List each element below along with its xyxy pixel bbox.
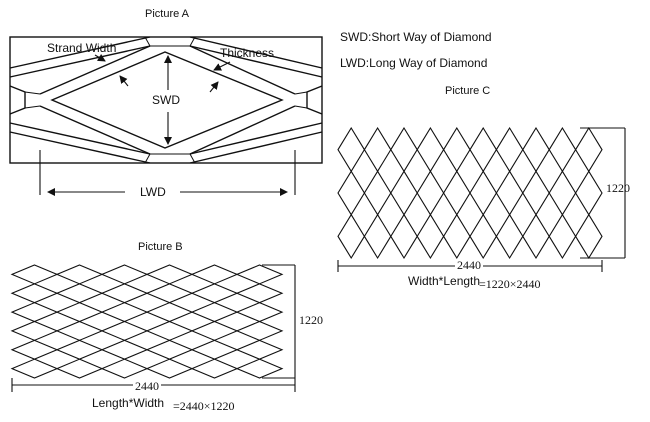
diamond-cell [145,358,194,379]
picture-c-caption-value: =1220×2440 [479,277,541,291]
diamond-cell [337,213,366,260]
diamond-cell [548,126,577,173]
diamond-cell [10,339,59,360]
diamond-cell [363,213,392,260]
picture-a-title: Picture A [145,8,190,20]
thickness-label: Thickness [220,46,275,60]
picture-b-drawing [10,264,296,392]
diamond-cell [145,283,194,304]
diamond-cell [55,264,104,285]
diamond-cell [574,213,603,260]
picture-c-width-dimension: 2440 [455,258,483,272]
diamond-cell [416,170,445,216]
diamond-cell [100,358,149,379]
diamond-cell [100,283,149,304]
picture-c-title: Picture C [445,85,491,97]
diamond-cell [190,320,239,341]
diamond-cell [495,126,524,173]
diamond-cell [469,213,498,260]
picture-a-frame [9,36,323,164]
diamond-cell [574,126,603,173]
diamond-cell [190,339,239,360]
diamond-cell [522,126,550,173]
picture-c-dimension-lines [337,127,626,272]
diamond-cell [337,170,366,216]
diamond-cell [469,170,498,216]
diamond-cell [100,264,149,285]
diamond-cell [235,283,284,304]
diamond-cell [390,126,418,173]
diamond-cell [548,170,577,216]
picture-b-height-dimension: 1220 [299,313,323,327]
picture-b-title: Picture B [138,241,183,253]
diamond-cell [55,283,104,304]
lwd-label: LWD [140,185,166,199]
picture-b-width-dimension: 2440 [133,379,161,393]
swd-label: SWD [152,93,180,107]
diamond-cell [145,302,194,323]
diamond-cell [145,320,194,341]
diamond-cell [442,126,471,173]
diamond-cell [235,302,284,323]
diamond-cell [55,358,104,379]
diamond-cell [235,320,284,341]
diamond-cell [145,264,194,285]
diamond-cell [442,170,471,216]
diamond-cell [235,339,284,360]
diamond-cell [55,339,104,360]
diamond-cell [442,213,471,260]
diamond-cell [469,126,498,173]
legend-swd: SWD:Short Way of Diamond [340,30,492,44]
diamond-cell [190,264,239,285]
picture-c-caption-text: Width*Length [408,274,481,288]
diamond-cell [55,320,104,341]
diamond-cell [522,170,550,216]
diamond-cell [495,213,524,260]
diamond-cell [10,264,59,285]
diamond-cell [190,358,239,379]
diamond-cell [337,126,366,173]
diamond-cell [190,283,239,304]
picture-c-diamond-mesh [337,126,603,260]
legend-lwd: LWD:Long Way of Diamond [340,56,488,70]
picture-a-strands [9,36,323,164]
diamond-cell [235,264,284,285]
diamond-cell [416,213,445,260]
diamond-cell [548,213,577,260]
diamond-cell [495,170,524,216]
diamond-cell [100,339,149,360]
picture-b-caption-text: Length*Width [92,396,165,410]
picture-c-drawing [337,126,626,272]
diamond-cell [522,213,550,260]
diamond-cell [235,358,284,379]
diamond-cell [10,358,59,379]
diamond-cell [10,302,59,323]
picture-a-dimension-lines [39,53,296,196]
diamond-cell [100,302,149,323]
diamond-cell [416,126,445,173]
picture-c-height-dimension: 1220 [606,181,630,195]
diamond-cell [363,170,392,216]
diamond-cell [363,126,392,173]
diamond-cell [145,339,194,360]
diamond-cell [574,170,603,216]
strand-width-label: Strand Width [47,41,117,55]
diamond-cell [390,213,418,260]
diamond-cell [55,302,104,323]
picture-a-drawing [9,36,323,196]
picture-b-diamond-mesh [10,264,284,379]
diamond-cell [10,283,59,304]
diamond-cell [100,320,149,341]
diamond-cell [190,302,239,323]
picture-a-nodes [24,36,308,164]
diamond-cell [390,170,418,216]
diamond-cell [10,320,59,341]
picture-b-caption-value: =2440×1220 [173,399,235,413]
